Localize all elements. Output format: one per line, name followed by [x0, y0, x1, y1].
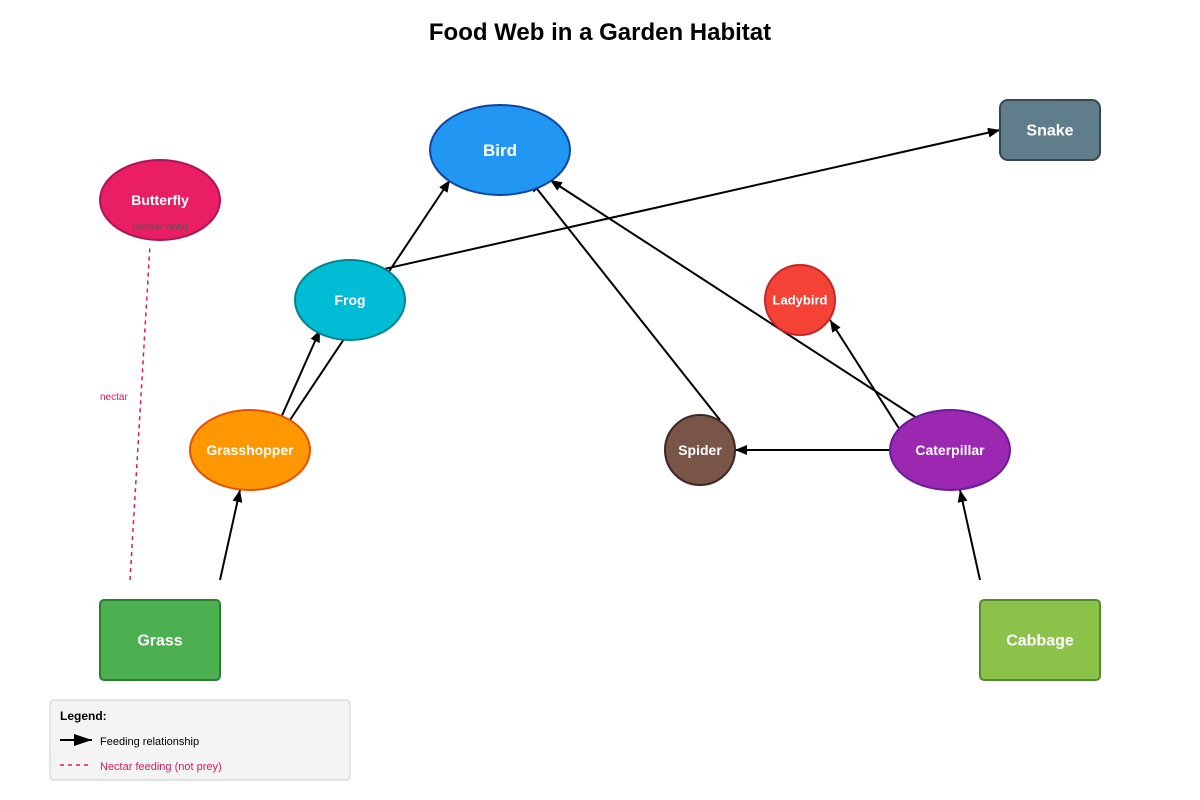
legend-title: Legend: [60, 709, 107, 723]
node-label-frog: Frog [334, 292, 365, 308]
node-shape-caterpillar [889, 409, 1011, 491]
edge-label-grass-to-butterfly: nectar [100, 392, 128, 403]
node-butterfly[interactable]: Butterfly (nectar only) [99, 159, 221, 241]
edge-spider-to-bird [529, 179, 721, 421]
node-caterpillar[interactable]: Caterpillar [889, 409, 1011, 491]
node-label-snake: Snake [1026, 123, 1073, 140]
edge-caterpillar-to-ladybird [829, 319, 901, 431]
edges-layer: nectar [100, 127, 1001, 581]
node-label-spider: Spider [678, 442, 722, 458]
legend-nectar-label: Nectar feeding (not prey) [100, 761, 222, 773]
edge-frog-to-snake [379, 127, 1001, 271]
node-shape-ladybird [764, 264, 836, 336]
node-spider[interactable]: Spider [664, 414, 736, 486]
edge-caterpillar-to-bird [549, 179, 921, 421]
legend: Legend: Feeding relationship Nectar feed… [49, 699, 351, 781]
node-shape-butterfly [99, 159, 221, 241]
node-shape-spider [664, 414, 736, 486]
node-label-bird: Bird [483, 141, 517, 160]
edge-grass-to-butterfly [129, 244, 151, 581]
node-shape-snake [999, 99, 1101, 161]
legend-box [49, 699, 351, 781]
diagram-title: Food Web in a Garden Habitat [429, 19, 771, 46]
node-frog[interactable]: Frog [294, 259, 406, 341]
node-ladybird[interactable]: Ladybird [764, 264, 836, 336]
node-cabbage[interactable]: Cabbage [979, 599, 1101, 681]
node-label-grass: Grass [137, 633, 182, 650]
node-label-grasshopper: Grasshopper [206, 442, 294, 458]
node-snake[interactable]: Snake [999, 99, 1101, 161]
node-grasshopper[interactable]: Grasshopper [189, 409, 311, 491]
legend-feeding-label: Feeding relationship [100, 736, 199, 748]
edge-grass-to-grasshopper [219, 489, 243, 581]
node-shape-grass [99, 599, 221, 681]
node-label-butterfly: Butterfly [131, 192, 189, 208]
node-grass[interactable]: Grass [99, 599, 221, 681]
edge-grasshopper-to-frog [279, 329, 321, 421]
node-shape-grasshopper [189, 409, 311, 491]
node-label-ladybird: Ladybird [773, 293, 828, 308]
node-label-cabbage: Cabbage [1006, 633, 1074, 650]
node-label-caterpillar: Caterpillar [915, 442, 985, 458]
nodes-layer: Grass Cabbage Grasshopper Caterpillar FrogSp… [99, 99, 1101, 681]
node-shape-cabbage [979, 599, 1101, 681]
edge-cabbage-to-caterpillar [957, 489, 981, 581]
node-shape-frog [294, 259, 406, 341]
node-bird[interactable]: Bird [429, 104, 571, 196]
node-note-butterfly: (nectar only) [132, 222, 188, 233]
node-shape-bird [429, 104, 571, 196]
